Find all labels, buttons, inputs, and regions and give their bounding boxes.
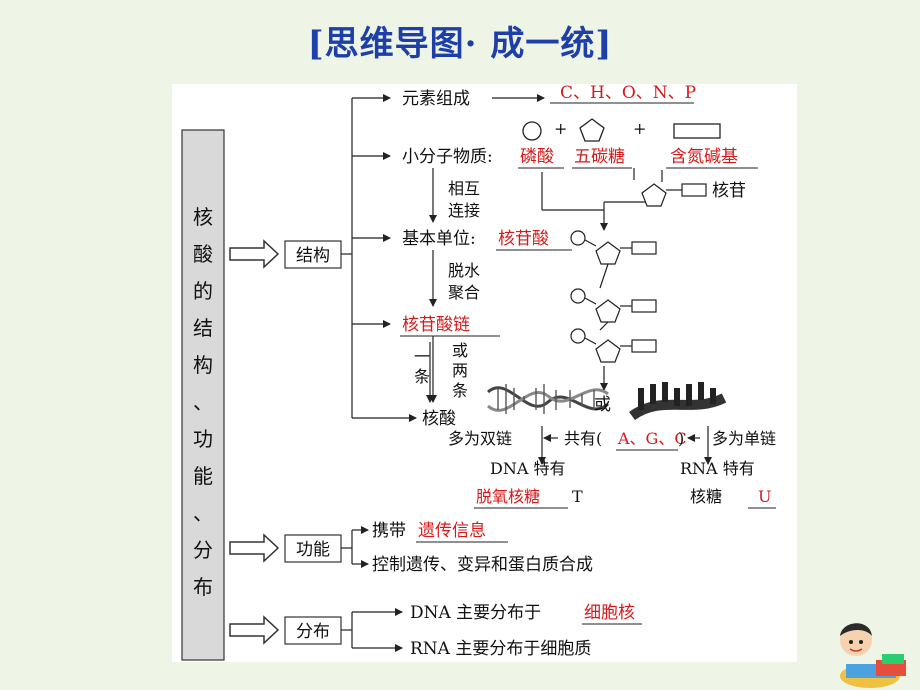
rna-sugar-value: 核糖 <box>690 487 722 506</box>
one-chain-char-1: 一 <box>414 347 430 366</box>
nitrogen-base-text: 含氮碱基 <box>670 147 738 167</box>
common-bases-arrows <box>538 426 712 465</box>
one-chain-char-2: 条 <box>414 367 430 386</box>
dehydrate-line-1: 脱水 <box>448 261 480 280</box>
page-title: [思维导图· 成一统] <box>307 24 613 64</box>
common-prefix: 共有( <box>564 429 602 448</box>
or-two-char-2: 两 <box>452 361 468 380</box>
elements-value: C、H、O、N、P <box>560 84 696 103</box>
left-title-char: 的 <box>193 279 213 303</box>
rna-base-value: U <box>758 487 771 506</box>
phosphate-circle-icon <box>522 121 542 141</box>
rna-distribution-text: RNA 主要分布于细胞质 <box>410 639 591 659</box>
carry-value: 遗传信息 <box>418 521 486 541</box>
structure-box <box>284 240 342 269</box>
mostly-single-chain: 多为单链 <box>712 429 776 448</box>
phosphate-text: 磷酸 <box>520 147 554 167</box>
dna-double-helix-image <box>486 384 610 414</box>
left-title-char: 、 <box>193 501 213 525</box>
common-bases-value: A、G、C <box>617 429 687 448</box>
pentose-text: 五碳糖 <box>574 147 625 167</box>
nucleic-acid-title-box <box>181 129 225 661</box>
left-title-char: 结 <box>193 316 213 340</box>
mostly-double-chain: 多为双链 <box>448 429 512 448</box>
distribution-label: 分布 <box>296 622 330 642</box>
distribution-bracket <box>341 608 403 652</box>
left-title-char: 能 <box>193 464 213 488</box>
or-text: 或 <box>594 395 611 415</box>
dna-distribution-text: DNA 主要分布于 <box>410 603 541 623</box>
dna-sugar-value: 脱氧核糖 <box>476 487 540 506</box>
chain-label: 核苷酸链 <box>402 315 470 335</box>
rna-unique-label: RNA 特有 <box>680 459 755 478</box>
nucleotide-chain-diagram <box>570 230 657 391</box>
structure-bracket <box>341 94 545 422</box>
dna-unique-label: DNA 特有 <box>490 459 565 478</box>
nucleoside-diagram <box>541 168 707 231</box>
dna-base-value: T <box>572 487 583 506</box>
control-text: 控制遗传、变异和蛋白质合成 <box>372 555 593 575</box>
plus-sign-1: + <box>554 119 567 138</box>
left-title-char: 功 <box>193 427 213 451</box>
nucleic-acid-label: 核酸 <box>422 409 456 429</box>
connect-line-1: 相互 <box>448 179 480 198</box>
basic-unit-value: 核苷酸 <box>498 229 549 249</box>
basic-unit-label: 基本单位: <box>402 229 476 249</box>
student-cartoon-icon <box>840 623 906 688</box>
dna-distribution-value: 细胞核 <box>584 603 635 623</box>
elements-label: 元素组成 <box>402 89 470 109</box>
function-label: 功能 <box>296 540 330 560</box>
plus-sign-2: + <box>633 119 646 138</box>
left-title-char: 构 <box>193 353 213 377</box>
dehydrate-line-2: 聚合 <box>448 283 480 302</box>
left-title-char: 核 <box>193 205 213 229</box>
branch-double-arrows <box>229 239 280 645</box>
left-title-char: 分 <box>193 538 213 562</box>
or-two-char-1: 或 <box>452 341 468 360</box>
base-rect-icon <box>673 123 721 139</box>
carry-label: 携带 <box>372 521 406 541</box>
small-molecules-label: 小分子物质: <box>402 147 493 167</box>
nucleoside-label: 核苷 <box>712 181 746 201</box>
structure-label: 结构 <box>296 246 330 266</box>
common-suffix: ) <box>678 429 684 448</box>
left-title-char: 酸 <box>193 242 213 266</box>
rna-single-strand-image <box>629 382 727 421</box>
function-box <box>284 534 342 563</box>
or-two-char-3: 条 <box>452 381 468 400</box>
connect-line-2: 连接 <box>448 201 480 220</box>
left-title-char: 布 <box>193 575 213 599</box>
pentose-pentagon-icon <box>579 118 605 142</box>
function-bracket <box>341 526 369 568</box>
left-title-char: 、 <box>193 390 213 414</box>
mind-map-panel: 核酸的结构、功能、分布 结构 功能 分布 元素组成 C、H、O、N、P + + … <box>172 83 797 662</box>
